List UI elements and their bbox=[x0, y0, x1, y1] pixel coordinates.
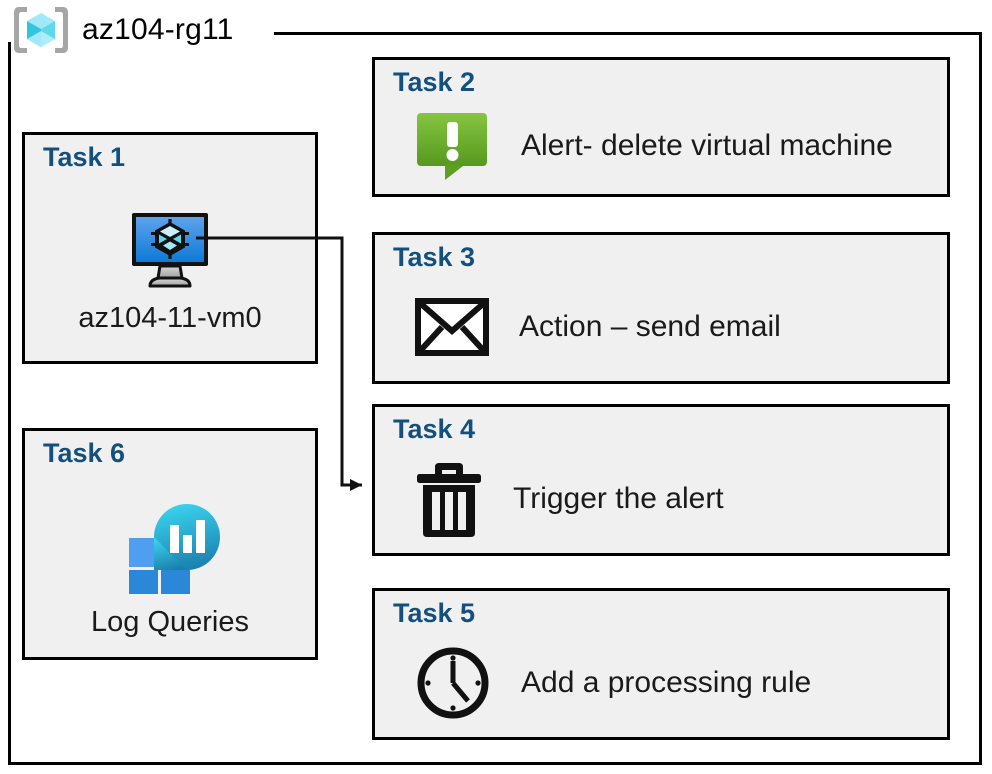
task-5-label: Task 5 bbox=[393, 598, 476, 628]
task-6-label: Task 6 bbox=[43, 438, 126, 468]
trash-can-icon bbox=[415, 459, 483, 539]
virtual-machine-icon bbox=[124, 210, 216, 290]
task-5-box[interactable]: Task 5 Add a processing rule bbox=[372, 588, 950, 740]
task-1-box[interactable]: Task 1 bbox=[22, 132, 318, 364]
resource-group-container bbox=[8, 32, 982, 765]
task-2-text: Alert- delete virtual machine bbox=[521, 129, 893, 162]
resource-group-title: az104-rg11 bbox=[82, 13, 234, 46]
task-3-box[interactable]: Task 3 Action – send email bbox=[372, 232, 950, 384]
log-analytics-icon bbox=[118, 498, 222, 594]
azure-resource-group-icon bbox=[10, 4, 72, 56]
task-6-box[interactable]: Task 6 bbox=[22, 428, 318, 660]
alert-callout-icon bbox=[415, 110, 491, 182]
task-4-box[interactable]: Task 4 Trigger the alert bbox=[372, 404, 950, 556]
clock-icon bbox=[415, 645, 491, 721]
task-3-text: Action – send email bbox=[519, 310, 781, 343]
resource-group-header: az104-rg11 bbox=[10, 2, 234, 58]
task-3-label: Task 3 bbox=[393, 242, 476, 272]
task-5-text: Add a processing rule bbox=[521, 666, 812, 699]
task-2-label: Task 2 bbox=[393, 67, 476, 97]
task-6-text: Log Queries bbox=[91, 605, 249, 638]
envelope-icon bbox=[415, 298, 489, 356]
resource-group-header-gap bbox=[8, 22, 274, 42]
task-4-text: Trigger the alert bbox=[513, 482, 724, 515]
task-2-box[interactable]: Task 2 Alert- delete virtual machine bbox=[372, 57, 950, 197]
task-4-label: Task 4 bbox=[393, 414, 476, 444]
task-1-text: az104-11-vm0 bbox=[78, 301, 262, 334]
task-1-label: Task 1 bbox=[43, 142, 126, 172]
